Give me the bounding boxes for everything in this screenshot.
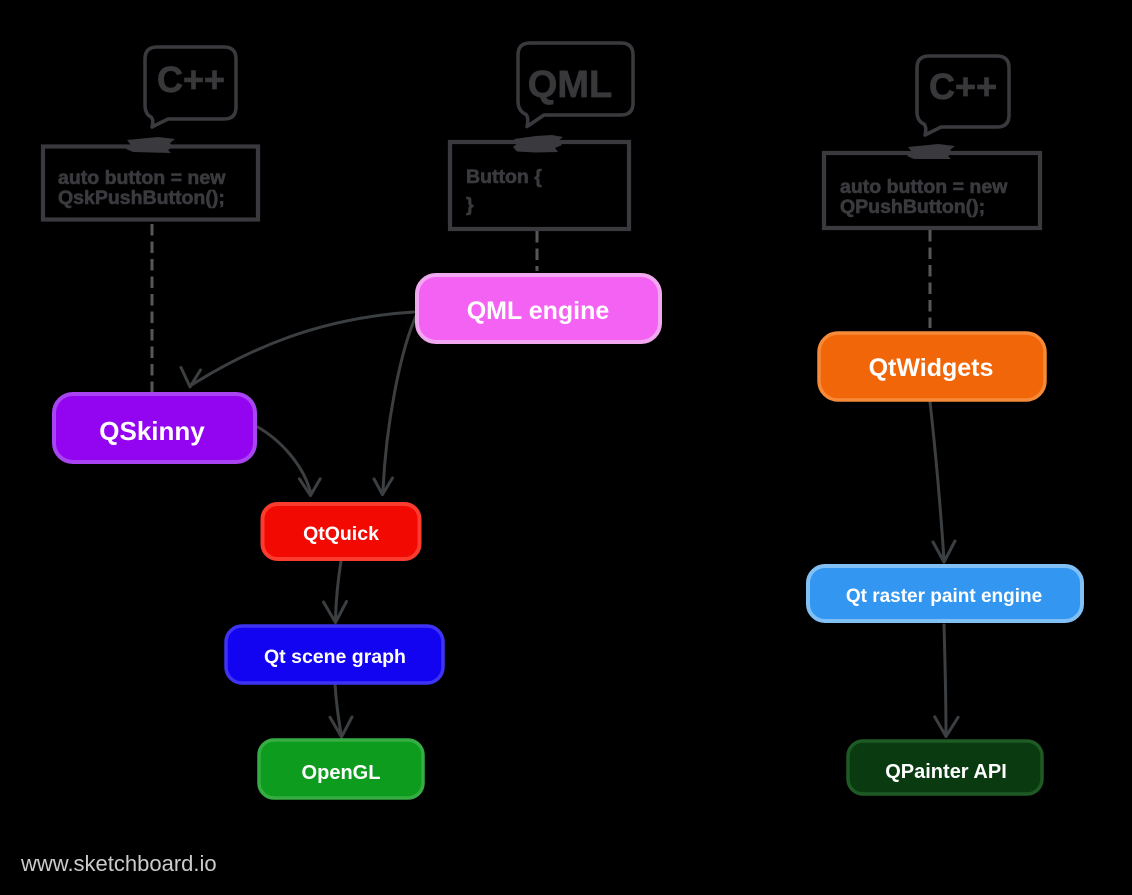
svg-text:QtWidgets: QtWidgets [869,354,994,382]
svg-text:Qt scene graph: Qt scene graph [264,646,406,668]
svg-text:QPushButton();: QPushButton(); [840,196,985,218]
svg-text:Button {: Button { [466,166,542,188]
svg-text:Qt raster paint engine: Qt raster paint engine [846,586,1042,607]
svg-text:QPainter API: QPainter API [885,761,1007,783]
svg-text:www.sketchboard.io: www.sketchboard.io [20,851,217,876]
svg-text:C++: C++ [157,59,225,100]
svg-text:QskPushButton();: QskPushButton(); [58,187,225,209]
svg-text:C++: C++ [929,66,997,107]
svg-text:QML: QML [528,64,612,106]
svg-text:auto button = new: auto button = new [58,167,226,189]
svg-text:}: } [466,194,474,216]
svg-text:QSkinny: QSkinny [99,416,205,446]
svg-text:OpenGL: OpenGL [302,762,381,784]
svg-text:QML engine: QML engine [467,297,610,325]
svg-text:QtQuick: QtQuick [303,523,379,545]
svg-text:auto button = new: auto button = new [840,176,1008,198]
